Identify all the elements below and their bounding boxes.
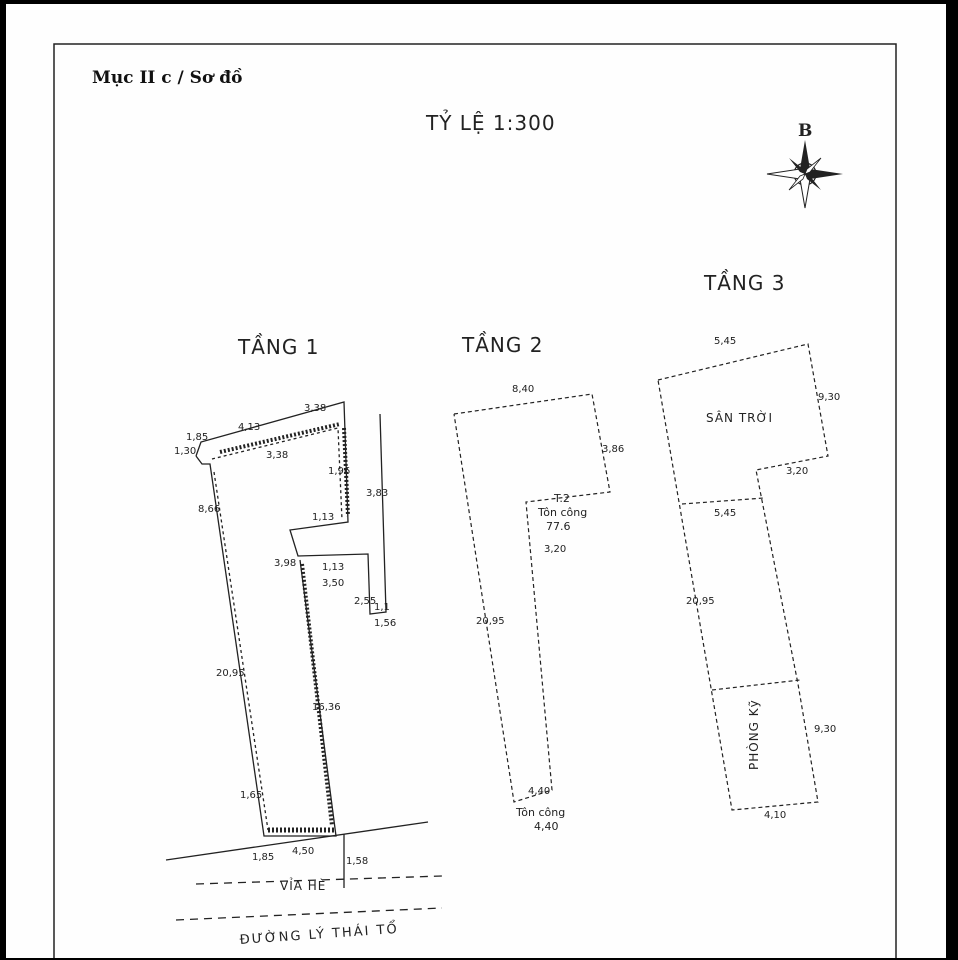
- floor1-dim: 1,85: [252, 852, 274, 863]
- floor1-dim: 1,96: [328, 466, 350, 477]
- floor1-dim: 1,56: [374, 618, 396, 629]
- floor1-dim: 1,30: [174, 446, 196, 457]
- floor3-dimensions: 5,45 9,30 3,20 5,45 20,95 9,30 4,10 SÂN …: [686, 336, 840, 821]
- floor2-title: TẦNG 2: [461, 332, 543, 357]
- scale-label: TỶ LỆ 1:300: [425, 110, 556, 135]
- floor2-dim: 4,40: [528, 786, 550, 797]
- floor2-dim: T.2: [553, 492, 570, 505]
- floor2-bottom-value: 4,40: [534, 820, 559, 833]
- floor3-dim: 9,30: [814, 724, 836, 735]
- floor1-dim: 4,13: [238, 422, 260, 433]
- floor2-bottom-label: Tôn công: [515, 806, 565, 819]
- floor1-dim: 3,98: [274, 558, 296, 569]
- floor2-dim: Tôn công: [537, 506, 587, 519]
- north-arrow-compass-icon: B: [766, 121, 843, 209]
- floor1-dim: 1,13: [322, 562, 344, 573]
- floor2-dim: 3,20: [544, 544, 566, 555]
- room-label: PHÒNG Kỹ: [746, 699, 761, 770]
- floor1-dim: 16,36: [312, 702, 341, 713]
- floor2-dim: 8,40: [512, 384, 534, 395]
- floor3-dim: 5,45: [714, 508, 736, 519]
- floor1-dim: 3,38: [304, 403, 326, 414]
- floor1-dim: 4,50: [292, 846, 314, 857]
- floor3-dim: 9,30: [818, 392, 840, 403]
- floor1-dimensions: 4,13 3,38 1,85 1,30 3,38 1,96 3,83 8,66 …: [174, 403, 399, 948]
- floor1-dim: 20,95: [216, 668, 245, 679]
- floor1-dim: 3,38: [266, 450, 288, 461]
- floor1-dim: 1,58: [346, 856, 368, 867]
- drawing-border: [53, 43, 897, 958]
- floor1-dim: 1,1: [374, 602, 390, 613]
- drawing-sheet: TỶ LỆ 1:300 B TẦNG 1: [6, 4, 946, 958]
- sidewalk-label: VỈA HÈ: [280, 877, 326, 893]
- floor2-dimensions: 8,40 3,86 T.2 Tôn công 77.6 3,20 20,95 4…: [476, 384, 624, 833]
- floor1-dim: 1,85: [186, 432, 208, 443]
- floor1-dim: 8,66: [198, 504, 220, 515]
- floor2-plan: [453, 393, 611, 803]
- section-heading: Mục II c / Sơ đồ: [92, 68, 243, 88]
- floor1-dim: 3,50: [322, 578, 344, 589]
- floor2-dim: 20,95: [476, 616, 505, 627]
- floor1-dim: 3,83: [366, 488, 388, 499]
- street-label: ĐƯỜNG LÝ THÁI TỔ: [239, 920, 399, 948]
- floor3-plan: [657, 343, 829, 811]
- roof-terrace-label: SÂN TRỜI: [706, 410, 773, 425]
- floor3-dim: 5,45: [714, 336, 736, 347]
- floor3-dim: 4,10: [764, 810, 786, 821]
- floor3-dim: 3,20: [786, 466, 808, 477]
- floor2-dim: 3,86: [602, 444, 624, 455]
- compass-north-label: B: [798, 121, 812, 141]
- floor1-title: TẦNG 1: [237, 334, 319, 359]
- floor1-dim: 2,55: [354, 596, 376, 607]
- floor1-plan: [165, 401, 443, 921]
- floor3-title: TẦNG 3: [703, 270, 785, 295]
- floor3-dim: 20,95: [686, 596, 715, 607]
- floor1-dim: 1,13: [312, 512, 334, 523]
- floor-plan-drawing: TỶ LỆ 1:300 B TẦNG 1: [53, 43, 897, 958]
- floor1-dim: 1,65: [240, 790, 262, 801]
- floor2-dim: 77.6: [546, 520, 571, 533]
